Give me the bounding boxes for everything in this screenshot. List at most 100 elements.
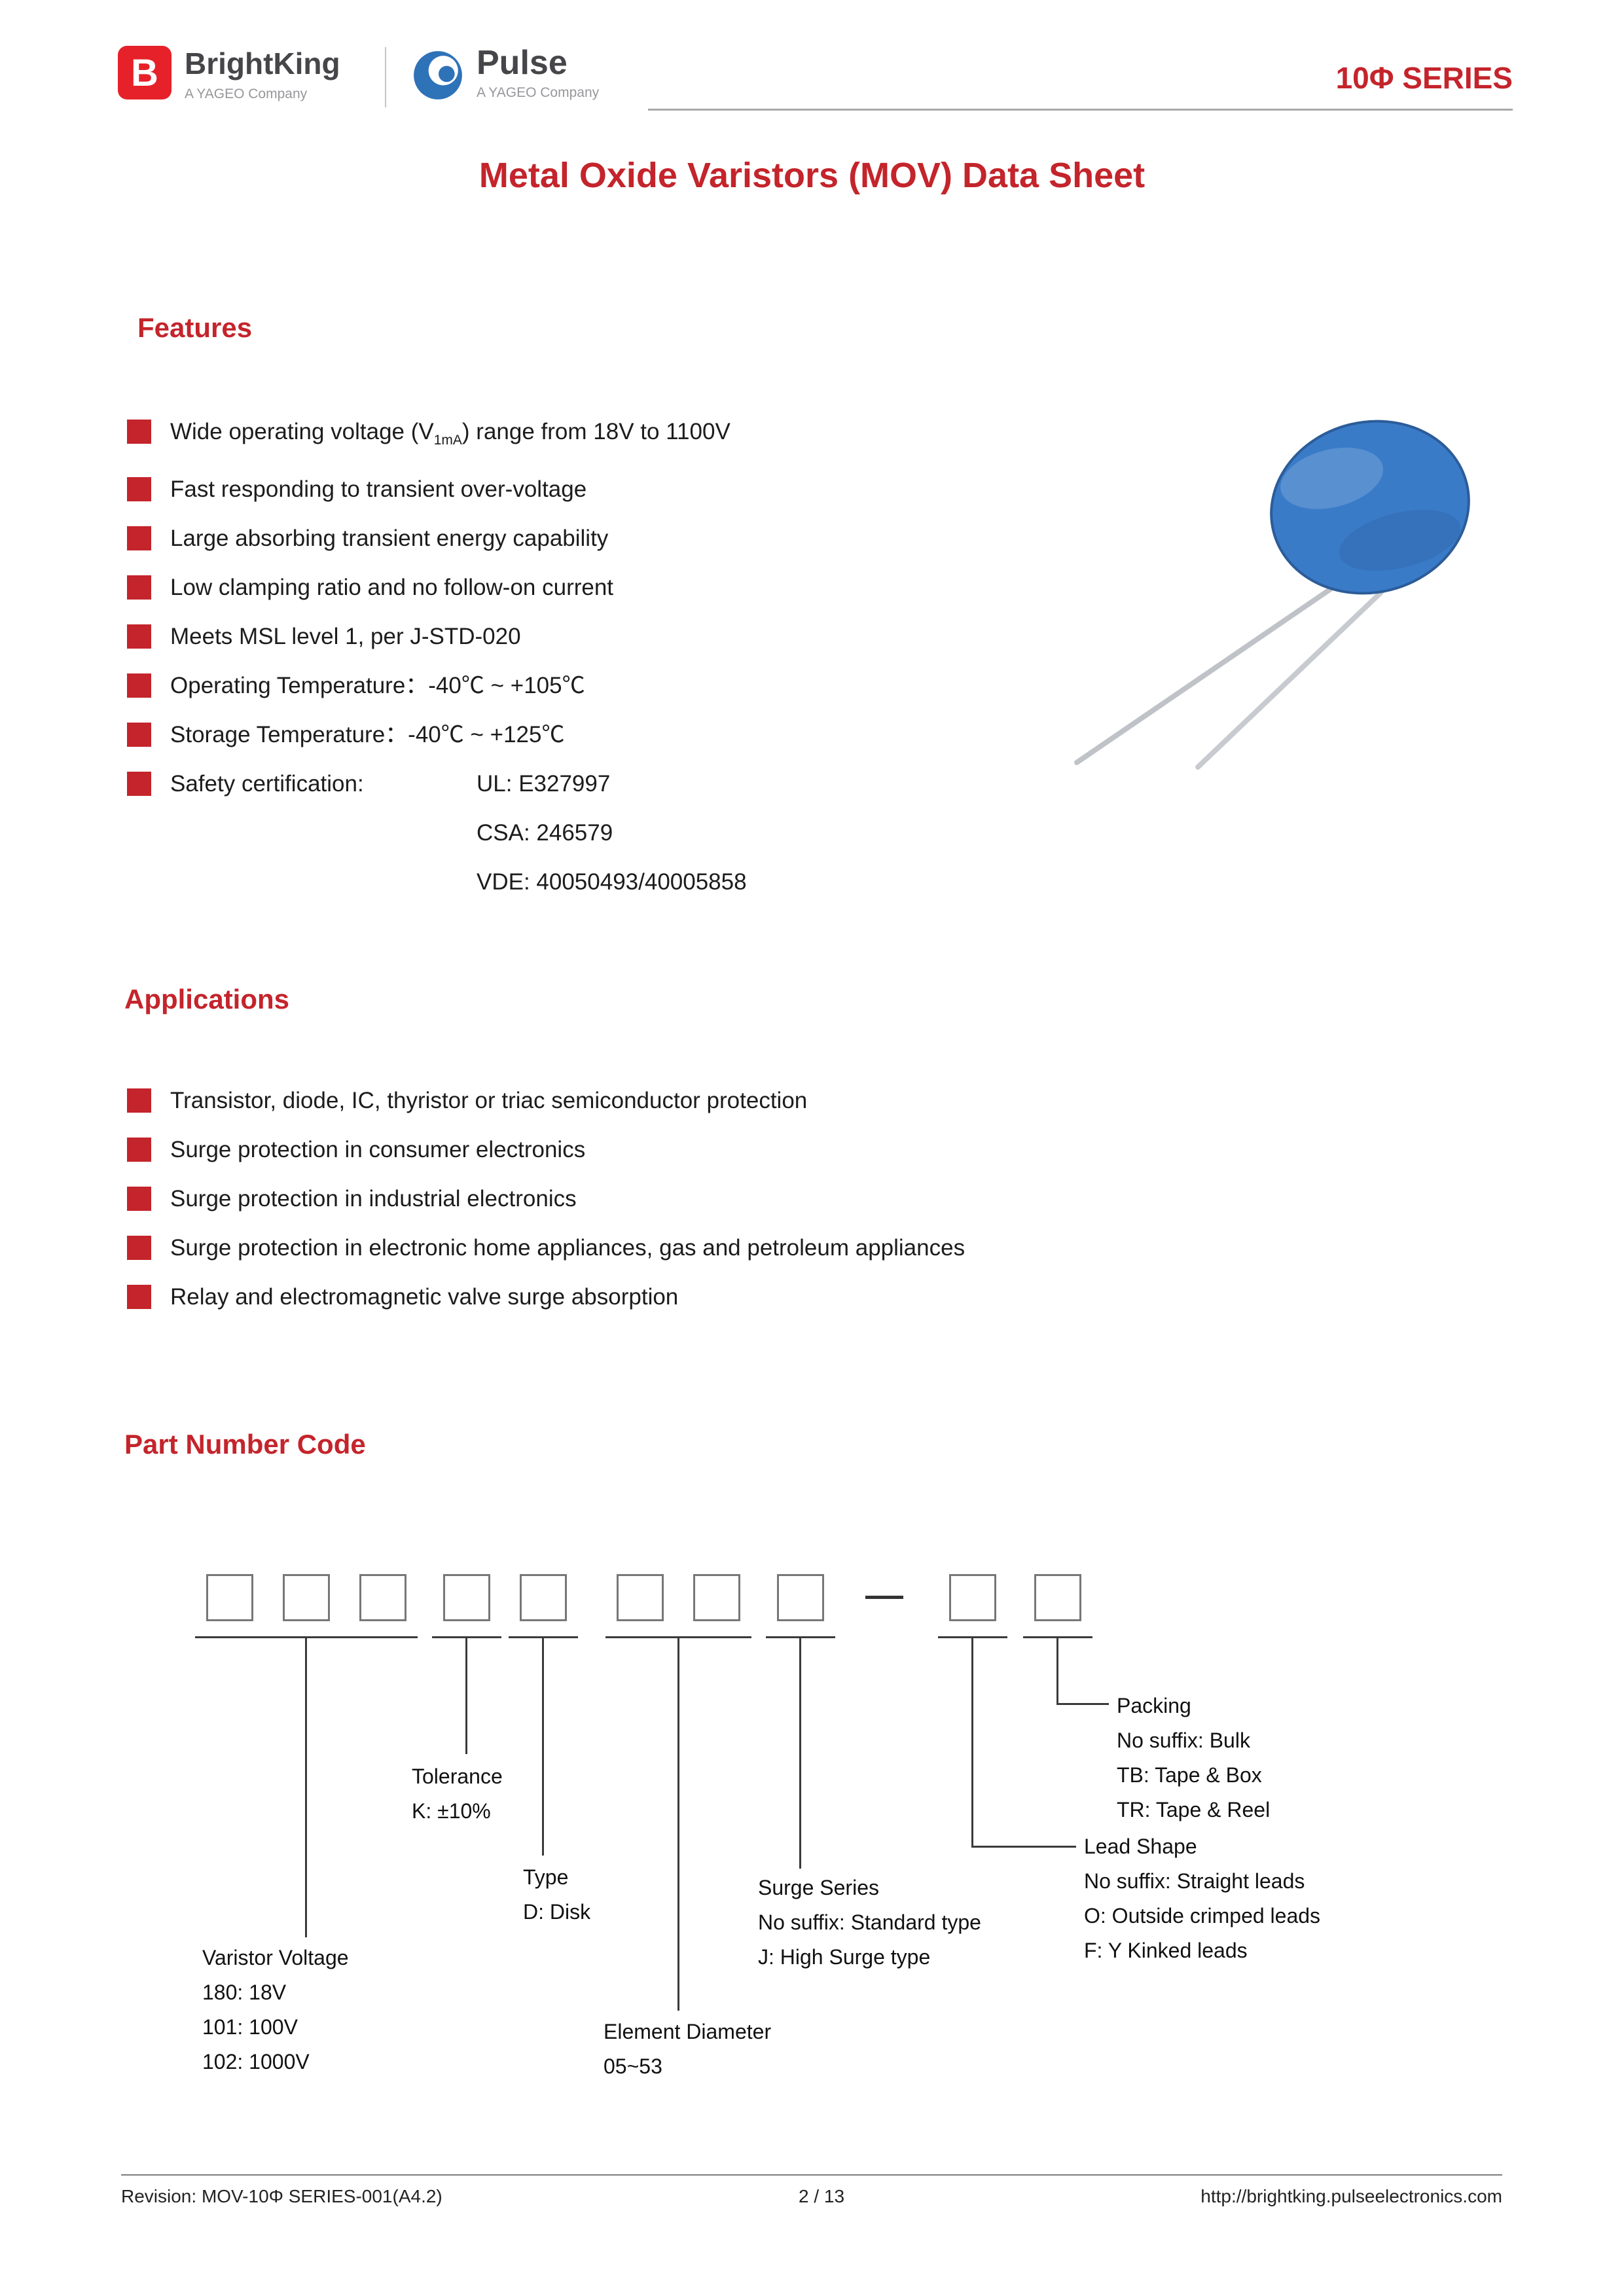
- safety-value-ul: UL: E327997: [477, 771, 611, 797]
- pn-leader-surge-series: [799, 1636, 801, 1869]
- pn-elbow-lead-shape: [971, 1846, 1076, 1848]
- pn-label-line: No suffix: Straight leads: [1084, 1869, 1305, 1893]
- features-list: Wide operating voltage (V1mA) range from…: [0, 418, 1624, 897]
- header-rule: [648, 109, 1513, 111]
- bullet-square-icon: [127, 1285, 151, 1309]
- pn-label-title: Packing: [1117, 1694, 1191, 1717]
- pn-label-line: D: Disk: [523, 1900, 591, 1924]
- pn-box-7: [693, 1574, 740, 1621]
- bullet-square-icon: [127, 1088, 151, 1113]
- applications-list: Transistor, diode, IC, thyristor or tria…: [0, 1086, 1624, 1312]
- bullet-square-icon: [127, 1138, 151, 1162]
- feature-text: Low clamping ratio and no follow-on curr…: [170, 575, 614, 600]
- bullet-square-icon: [127, 526, 151, 550]
- varistor-photo: [1074, 420, 1470, 770]
- feature-item: Storage Temperature：-40℃ ~ +125℃: [127, 721, 1624, 749]
- feature-text-sub: 1mA: [433, 433, 462, 448]
- pn-box-10: [1034, 1574, 1081, 1621]
- pn-label-title: Element Diameter: [604, 2020, 772, 2043]
- pulse-name: Pulse: [477, 44, 568, 82]
- pulse-logo: Pulse A YAGEO Company: [477, 43, 599, 101]
- brightking-logo-icon: B: [118, 46, 171, 99]
- pn-box-1: [206, 1574, 253, 1621]
- pn-label-varistor-voltage: Varistor Voltage 180: 18V 101: 100V 102:…: [202, 1941, 349, 2079]
- features-section: Features Wide operating voltage (V1mA) r…: [0, 312, 1624, 917]
- feature-item-safety: Safety certification: UL: E327997: [127, 770, 1624, 798]
- application-item: Surge protection in industrial electroni…: [127, 1185, 1624, 1213]
- application-text: Surge protection in consumer electronics: [170, 1137, 586, 1162]
- pn-label-line: No suffix: Bulk: [1117, 1729, 1250, 1752]
- feature-item: Low clamping ratio and no follow-on curr…: [127, 573, 1624, 602]
- pn-label-tolerance: Tolerance K: ±10%: [412, 1759, 503, 1829]
- pn-leader-type: [542, 1636, 544, 1856]
- pn-label-line: 180: 18V: [202, 1981, 287, 2004]
- pn-label-line: TB: Tape & Box: [1117, 1763, 1262, 1787]
- bullet-square-icon: [127, 723, 151, 747]
- feature-item-safety-cont: VDE: 40050493/40005858: [127, 868, 1624, 897]
- pn-label-element-diameter: Element Diameter 05~53: [604, 2015, 771, 2084]
- bullet-square-icon: [127, 477, 151, 501]
- pn-label-line: F: Y Kinked leads: [1084, 1939, 1248, 1962]
- bullet-square-icon: [127, 420, 151, 444]
- pulse-logo-icon: [414, 51, 462, 99]
- header: B BrightKing A YAGEO Company Pulse A YAG…: [118, 41, 1513, 126]
- pn-box-9: [949, 1574, 996, 1621]
- pn-label-line: O: Outside crimped leads: [1084, 1904, 1321, 1928]
- footer: Revision: MOV-10Φ SERIES-001(A4.2) 2 / 1…: [121, 2174, 1502, 2207]
- pn-label-line: J: High Surge type: [758, 1945, 931, 1969]
- pn-box-8: [777, 1574, 824, 1621]
- safety-value-vde: VDE: 40050493/40005858: [477, 869, 747, 895]
- pn-leader-element-diameter: [677, 1636, 679, 2011]
- brightking-tagline: A YAGEO Company: [185, 86, 308, 101]
- pn-box-2: [283, 1574, 330, 1621]
- feature-text: Large absorbing transient energy capabil…: [170, 526, 609, 551]
- bullet-square-icon: [127, 1187, 151, 1211]
- pn-label-title: Tolerance: [412, 1765, 503, 1788]
- application-item: Transistor, diode, IC, thyristor or tria…: [127, 1086, 1624, 1115]
- pn-leader-tolerance: [465, 1636, 467, 1754]
- applications-section: Applications Transistor, diode, IC, thyr…: [0, 983, 1624, 1332]
- bullet-square-icon: [127, 624, 151, 649]
- logo-divider: [385, 47, 386, 107]
- pn-label-lead-shape: Lead Shape No suffix: Straight leads O: …: [1084, 1829, 1320, 1968]
- application-item: Surge protection in consumer electronics: [127, 1136, 1624, 1164]
- pn-separator-dash: [865, 1596, 903, 1599]
- application-text: Surge protection in electronic home appl…: [170, 1235, 965, 1261]
- brightking-name: BrightKing: [185, 46, 340, 81]
- part-number-diagram: Packing No suffix: Bulk TB: Tape & Box T…: [0, 1558, 1624, 2108]
- safety-value-csa: CSA: 246579: [477, 820, 613, 846]
- pn-label-line: No suffix: Standard type: [758, 1910, 981, 1934]
- feature-text-post: ) range from 18V to 1100V: [461, 419, 731, 444]
- feature-item: Large absorbing transient energy capabil…: [127, 524, 1624, 553]
- pn-label-title: Type: [523, 1865, 569, 1889]
- pn-label-line: 05~53: [604, 2054, 662, 2078]
- pn-leader-packing: [1056, 1636, 1058, 1705]
- application-text: Relay and electromagnetic valve surge ab…: [170, 1284, 679, 1310]
- varistor-leads: [1074, 583, 1384, 770]
- pn-label-title: Varistor Voltage: [202, 1946, 349, 1969]
- brightking-logo: BrightKing A YAGEO Company: [185, 46, 340, 102]
- application-item: Relay and electromagnetic valve surge ab…: [127, 1283, 1624, 1312]
- feature-text: Storage Temperature：-40℃ ~ +125℃: [170, 722, 565, 747]
- footer-url: http://brightking.pulseelectronics.com: [1200, 2186, 1502, 2206]
- feature-text: Meets MSL level 1, per J-STD-020: [170, 624, 521, 649]
- bullet-square-icon: [127, 1236, 151, 1260]
- bullet-square-icon: [127, 575, 151, 600]
- applications-heading: Applications: [124, 984, 290, 1014]
- bullet-square-icon: [127, 772, 151, 796]
- pn-label-line: K: ±10%: [412, 1799, 491, 1823]
- feature-text: Safety certification: UL: E327997: [170, 770, 610, 798]
- application-item: Surge protection in electronic home appl…: [127, 1234, 1624, 1263]
- pn-label-line: 101: 100V: [202, 2015, 298, 2039]
- pn-leader-lead-shape: [971, 1636, 973, 1848]
- footer-revision: Revision: MOV-10Φ SERIES-001(A4.2): [121, 2186, 442, 2206]
- pn-leader-varistor-voltage: [305, 1636, 307, 1937]
- feature-item: Wide operating voltage (V1mA) range from…: [127, 418, 1624, 455]
- application-text: Surge protection in industrial electroni…: [170, 1186, 577, 1211]
- feature-item: Fast responding to transient over-voltag…: [127, 475, 1624, 504]
- feature-text: Operating Temperature：-40℃ ~ +105℃: [170, 673, 585, 698]
- pn-label-packing: Packing No suffix: Bulk TB: Tape & Box T…: [1117, 1689, 1270, 1827]
- series-label: 10Φ SERIES: [1335, 61, 1513, 95]
- safety-label: Safety certification:: [170, 771, 364, 797]
